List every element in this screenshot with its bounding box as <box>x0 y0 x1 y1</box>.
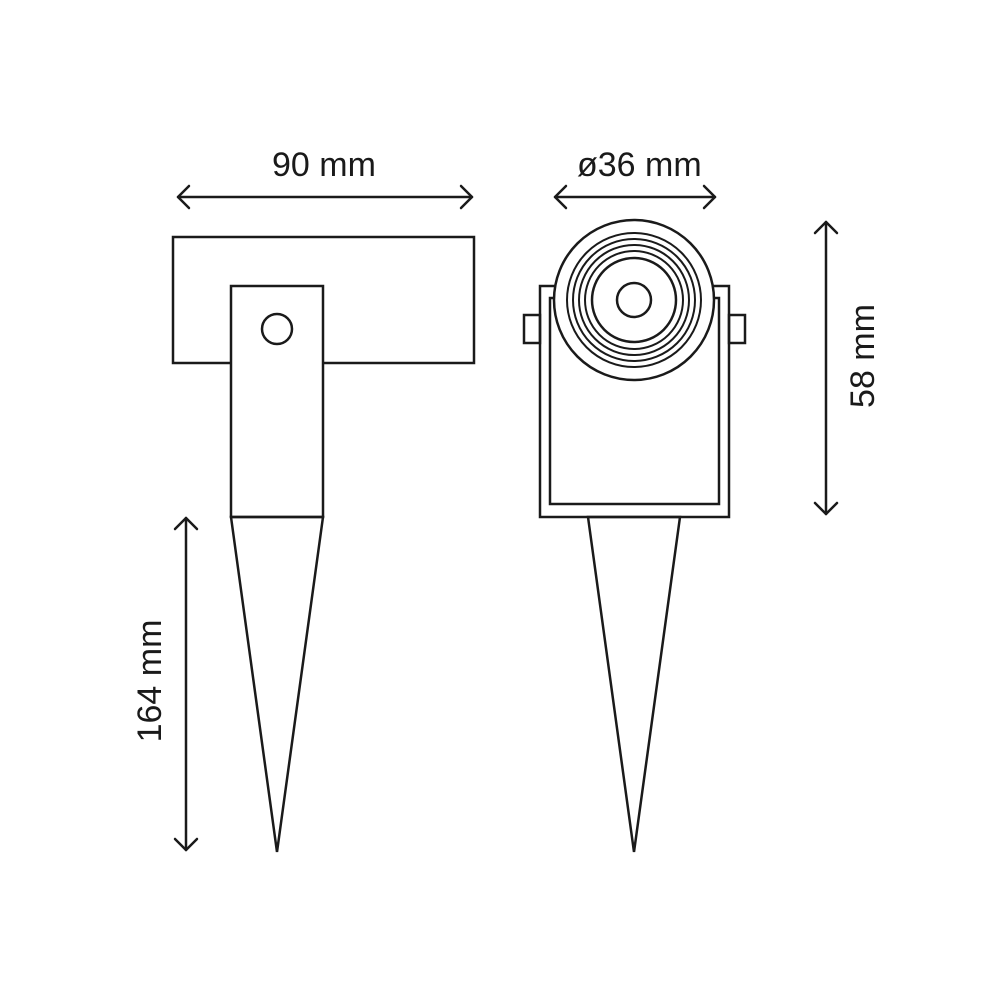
diameter-label: ø36 mm <box>577 146 702 184</box>
diameter-dimension-arrow <box>553 184 717 210</box>
lamp-led <box>615 281 653 319</box>
spike-length-label: 164 mm <box>131 619 169 743</box>
front-view <box>522 218 747 853</box>
spike-dimension-arrow <box>173 516 199 852</box>
height-dimension-arrow <box>813 220 839 516</box>
lamp-head-outer <box>552 218 716 382</box>
height-label: 58 mm <box>844 304 882 408</box>
lamp-ring-4 <box>584 250 684 350</box>
front-ground-spike <box>586 515 682 853</box>
lamp-ring-3 <box>578 244 690 356</box>
width-dimension-arrow <box>176 184 474 210</box>
lamp-lens-rim <box>590 256 678 344</box>
left-knob <box>522 313 542 345</box>
lamp-ring-1 <box>566 232 702 368</box>
width-label: 90 mm <box>272 146 376 184</box>
side-view <box>171 235 476 853</box>
screw-hole <box>260 312 294 346</box>
stem-body <box>229 284 325 519</box>
ground-spike <box>229 515 325 853</box>
right-knob <box>727 313 747 345</box>
lamp-ring-2 <box>572 238 696 362</box>
